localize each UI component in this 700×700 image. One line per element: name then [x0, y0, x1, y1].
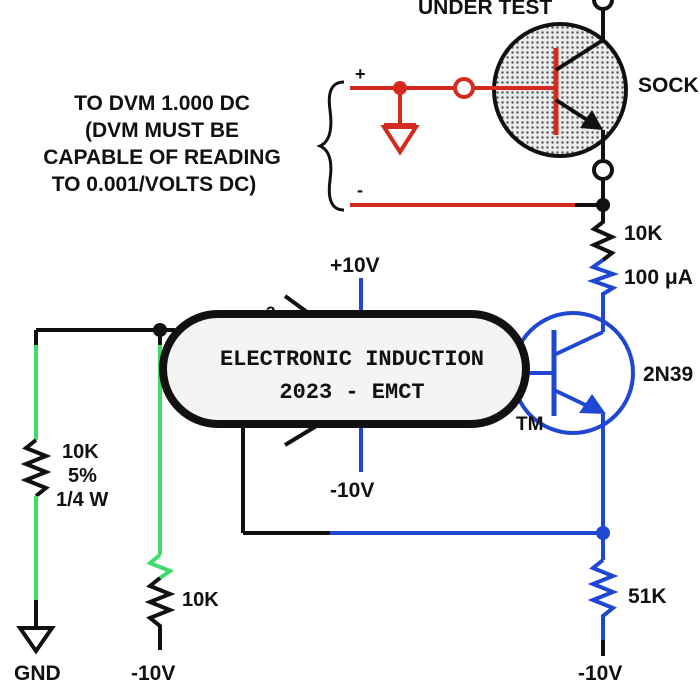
resistor-left-value: 10K — [62, 441, 99, 463]
left-supply-label: -10V — [131, 662, 175, 685]
socket-group: UNDER TEST SOCK — [418, 0, 699, 205]
socket-label: SOCK — [638, 74, 699, 97]
transistor-collector — [553, 330, 604, 357]
supply-negative-label: -10V — [330, 479, 374, 502]
banner-box — [159, 310, 530, 428]
dvm-plus-label: + — [355, 64, 366, 84]
banner-line-1: ELECTRONIC INDUCTION — [220, 347, 484, 372]
socket-top-terminal — [592, 0, 614, 11]
resistor-bottom-green-icon — [146, 553, 175, 580]
gnd-label: GND — [14, 662, 61, 685]
dvm-note-line-1: TO DVM 1.000 DC — [74, 92, 250, 115]
header-label: UNDER TEST — [418, 0, 552, 19]
resistor-top-icon — [589, 205, 617, 262]
socket-emitter-arrow-icon — [580, 110, 603, 130]
dvm-minus-label: - — [357, 180, 363, 200]
red-ground-icon — [380, 125, 420, 156]
feedback-wires — [241, 420, 603, 535]
resistor-micro-icon — [586, 258, 620, 332]
dvm-note-line-2: (DVM MUST BE — [85, 119, 239, 142]
right-chain: 10K 100 μA 2N39 TM 51K -10V — [511, 205, 693, 685]
dvm-connection: + - — [316, 64, 610, 212]
socket-bottom-terminal — [592, 159, 614, 181]
resistor-bottom-value: 10K — [182, 589, 219, 611]
dvm-note-line-4: TO 0.001/VOLTS DC) — [52, 173, 257, 196]
red-terminal — [453, 77, 475, 99]
left-network: 10K 5% 1/4 W GND 10K -10V — [14, 323, 219, 685]
banner-line-2: 2023 - EMCT — [279, 380, 424, 405]
resistor-bottom-icon — [144, 576, 176, 650]
dvm-note: TO DVM 1.000 DC (DVM MUST BE CAPABLE OF … — [43, 92, 281, 196]
dvm-note-line-3: CAPABLE OF READING — [43, 146, 281, 169]
resistor-51k-icon — [587, 558, 619, 640]
resistor-left-tolerance: 5% — [68, 465, 97, 487]
ground-icon — [16, 626, 56, 655]
resistor-left-icon — [20, 438, 52, 498]
banner: ELECTRONIC INDUCTION 2023 - EMCT — [159, 310, 530, 428]
right-supply-label: -10V — [578, 662, 622, 685]
transistor-mark-label: TM — [516, 414, 543, 435]
dvm-brace — [316, 80, 345, 212]
opamp-triangle-bottom-edge — [283, 423, 320, 447]
transistor-emitter-arrow-icon — [579, 394, 606, 414]
socket-collector — [554, 38, 605, 72]
resistor-top-value: 10K — [624, 222, 663, 245]
transistor-part-label: 2N39 — [643, 363, 693, 386]
resistor-51k-value: 51K — [628, 585, 667, 608]
resistor-micro-value: 100 μA — [624, 266, 693, 289]
resistor-left-power: 1/4 W — [56, 489, 108, 511]
supply-positive-label: +10V — [330, 254, 380, 277]
